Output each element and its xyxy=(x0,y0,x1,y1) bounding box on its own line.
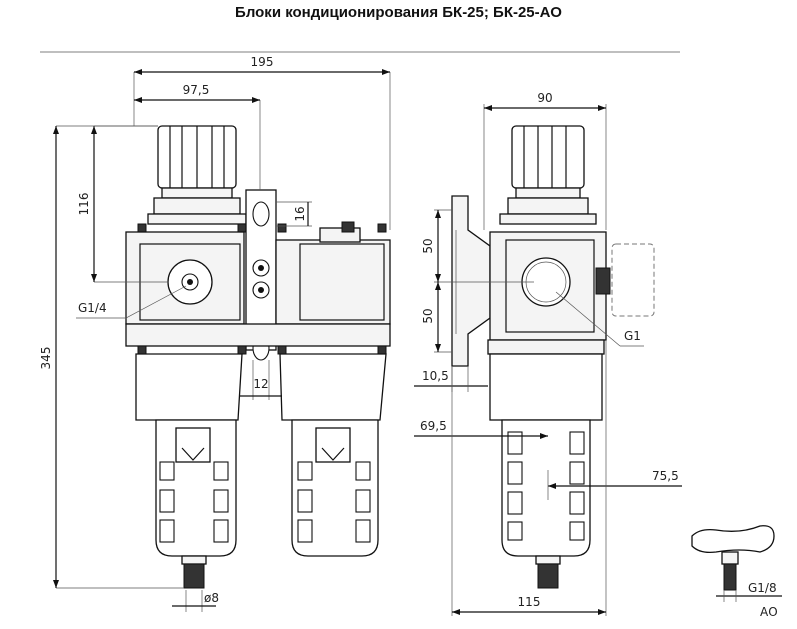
drain-g18-label: G1/8 xyxy=(748,581,777,595)
right-bowl xyxy=(279,353,387,557)
right-body xyxy=(275,221,391,325)
dim-50-bottom-label: 50 xyxy=(421,308,435,323)
diagram-title: Блоки кондиционирования БК-25; БК-25-АО xyxy=(235,4,562,21)
side-knob xyxy=(499,125,597,225)
dim-g1: G1 xyxy=(555,291,644,347)
dim-12-label: 12 xyxy=(253,377,268,391)
gauge-outline xyxy=(611,243,655,317)
dim-50: 50 50 xyxy=(421,209,534,353)
left-bowl xyxy=(135,353,243,589)
dim-d8-label: ø8 xyxy=(204,591,219,605)
dim-345-label: 345 xyxy=(39,347,53,370)
dim-97-5-label: 97,5 xyxy=(183,83,210,97)
dim-75-5: 75,5 xyxy=(547,469,682,500)
dim-10-5-label: 10,5 xyxy=(422,369,449,383)
dim-345: 345 xyxy=(39,125,184,589)
dim-90: 90 xyxy=(483,91,607,230)
dim-d8: ø8 xyxy=(172,590,219,612)
dim-16: 16 xyxy=(276,201,312,227)
dim-115: 115 xyxy=(451,340,607,616)
dim-g14: G1/4 xyxy=(76,285,187,319)
dim-16-label: 16 xyxy=(293,206,307,221)
dim-g14-label: G1/4 xyxy=(78,301,107,315)
dim-75-5-label: 75,5 xyxy=(652,469,679,483)
dim-12: 12 xyxy=(240,360,282,400)
dim-97-5: 97,5 xyxy=(134,83,261,190)
left-body xyxy=(125,231,245,325)
dim-10-5: 10,5 xyxy=(414,366,488,392)
drain-detail-ao: G1/8 АО xyxy=(691,525,782,619)
dim-90-label: 90 xyxy=(537,91,552,105)
regulator-knob xyxy=(147,125,247,225)
drain-valve-left xyxy=(183,563,205,589)
dim-115-label: 115 xyxy=(518,595,541,609)
dim-116-label: 116 xyxy=(77,193,91,216)
drain-valve-side xyxy=(537,563,559,589)
dim-g1-label: G1 xyxy=(624,329,641,343)
base-plate xyxy=(125,323,391,347)
dim-195: 195 xyxy=(133,55,391,230)
side-bowl xyxy=(487,339,605,589)
side-body xyxy=(489,231,611,341)
side-view: 90 50 50 G1 10,5 69,5 xyxy=(414,91,682,616)
drain-ao-label: АО xyxy=(760,605,778,619)
dim-195-label: 195 xyxy=(251,55,274,69)
dim-69-5-label: 69,5 xyxy=(420,419,447,433)
front-view: 195 97,5 116 345 G1/4 xyxy=(39,55,391,612)
dim-69-5: 69,5 xyxy=(414,419,548,439)
dim-50-top-label: 50 xyxy=(421,238,435,253)
